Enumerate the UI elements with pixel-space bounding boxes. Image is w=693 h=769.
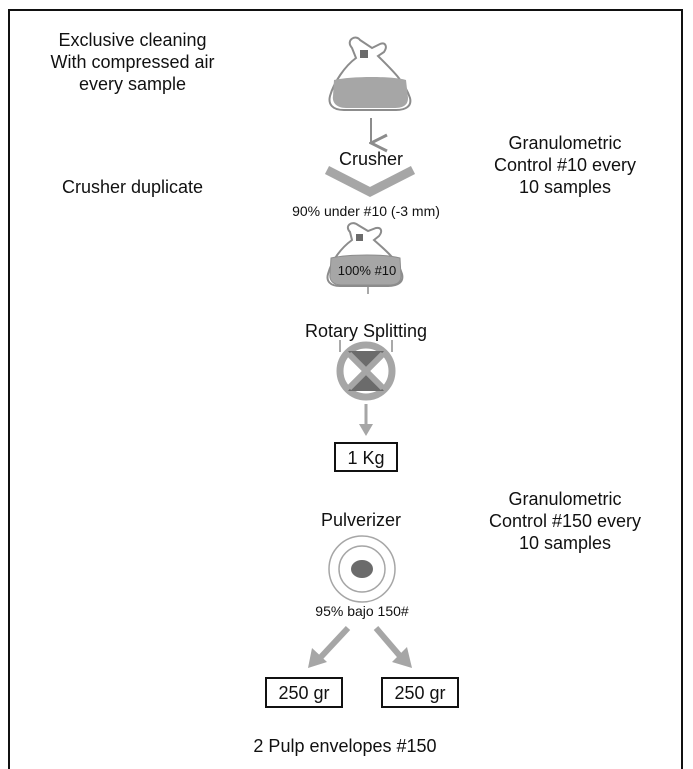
pulp-envelope-right: 250 gr: [381, 677, 459, 708]
crusher-icon: [324, 165, 416, 198]
pulverizer-icon: [328, 535, 396, 603]
cleaning-note-line1: Exclusive cleaning: [58, 30, 207, 50]
final-output-label: 2 Pulp envelopes #150: [253, 736, 437, 756]
control10-line3: 10 samples: [518, 177, 612, 197]
cleaning-note-line2: With compressed air: [50, 52, 215, 72]
cleaning-note-line3: every sample: [78, 74, 187, 94]
arrow-to-right-envelope: [373, 626, 412, 668]
control10-line1: Granulometric: [508, 133, 622, 153]
control150-line3: 10 samples: [518, 533, 612, 553]
diagram-frame: [8, 9, 683, 769]
bag-label: 100% #10: [337, 263, 397, 278]
arrow-to-left-envelope: [308, 625, 351, 668]
crushed-bag-icon: [326, 222, 404, 294]
control150-line1: Granulometric: [508, 489, 622, 509]
crusher-label: Crusher: [338, 149, 404, 169]
crusher-duplicate-note: Crusher duplicate: [61, 177, 204, 197]
control150-line2: Control #150 every: [488, 511, 642, 531]
sample-bag-icon: [328, 36, 412, 111]
pulverizer-label: Pulverizer: [320, 510, 402, 530]
cleaning-note: Exclusive cleaning With compressed air e…: [20, 29, 245, 95]
crusher-spec: 90% under #10 (-3 mm): [292, 203, 440, 219]
granulometric-control-150-note: Granulometric Control #150 every 10 samp…: [470, 488, 660, 554]
rotary-splitter-icon: [336, 340, 396, 401]
pulverizer-spec: 95% bajo 150#: [315, 603, 409, 619]
control10-line2: Control #10 every: [493, 155, 637, 175]
splitter-label: Rotary Splitting: [304, 321, 428, 341]
pulp-envelope-left: 250 gr: [265, 677, 343, 708]
split-mass-box: 1 Kg: [334, 442, 398, 472]
granulometric-control-10-note: Granulometric Control #10 every 10 sampl…: [470, 132, 660, 198]
